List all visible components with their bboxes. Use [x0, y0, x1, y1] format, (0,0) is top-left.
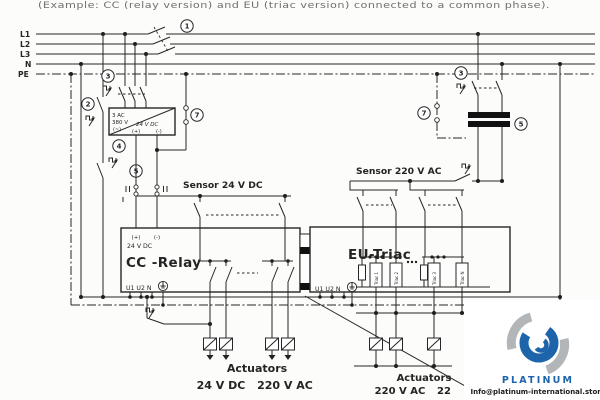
svg-text:1: 1 [185, 23, 190, 31]
actuators-left-title: Actuators [227, 362, 288, 375]
psu-plus: (+) [132, 129, 140, 135]
platinum-logo [506, 312, 570, 375]
triac-n-label: Triac N [460, 271, 465, 286]
module-connector [299, 233, 311, 290]
callout-4: 4 [112, 139, 126, 153]
psu-input-type: 3 AC [112, 113, 125, 119]
watermark: PLATINUM Info@platinum-international.sto… [464, 300, 600, 400]
actuators-left-volt1: 24 V DC [197, 379, 246, 392]
pe-connector-7-left: 7 [157, 74, 204, 151]
sensor-220vac-circuit: Sensor 220 V AC [349, 163, 504, 227]
sensor-24vdc-label: Sensor 24 V DC [183, 180, 263, 191]
main-disconnect-switch: 1 [147, 19, 194, 55]
svg-text:7: 7 [195, 112, 200, 120]
power-supply-unit: 3 AC 380 V (~) 24 V DC (+) (-) 4 [108, 107, 176, 153]
actuators-left-volt2: 220 V AC [257, 379, 313, 392]
svg-text:4: 4 [117, 143, 122, 151]
rail-label-l1: L1 [20, 30, 30, 39]
transformer-contactor: 3 [454, 34, 503, 112]
cc-output-terminals: U1 U2 N [126, 285, 152, 292]
svg-text:3: 3 [106, 73, 111, 81]
control-switch-2: 2 [81, 34, 104, 127]
psu-contactor: 3 [101, 34, 147, 108]
actuators-right-title: Actuators [397, 373, 452, 384]
rail-label-l3: L3 [20, 50, 30, 59]
actuators-24vdc: Actuators 24 V DC 220 V AC [197, 292, 313, 392]
svg-text:5: 5 [519, 121, 524, 129]
callout-7-left: 7 [190, 108, 204, 122]
rail-label-l2: L2 [20, 40, 30, 49]
eu-triac-name: EU-Triac [348, 247, 411, 263]
actuators-220vac: Actuators 220 V AC 22 [354, 287, 464, 397]
svg-text:3: 3 [459, 70, 464, 78]
sensor-24vdc-circuit: Sensor 24 V DC [136, 180, 291, 228]
psu-output-voltage: 24 V DC [136, 122, 158, 128]
eu-output-terminals: U1 U2 N [315, 286, 341, 293]
callout-3-left: 3 [101, 69, 115, 83]
caption: (Example: CC (relay version) and EU (tri… [38, 1, 550, 11]
psu-input-voltage: 380 V [112, 120, 128, 126]
cc-relay-name: CC -Relay [126, 255, 201, 271]
cc-earth-symbol [157, 280, 169, 292]
cc-minus-terminal: (-) [154, 235, 160, 241]
psu-minus: (-) [156, 129, 162, 135]
triac-1-label: Triac 1 [374, 271, 379, 286]
cc-relay-module: (+) (-) 24 V DC CC -Relay U1 U2 N [120, 227, 301, 293]
manual-override-switch [145, 297, 212, 326]
callout-3-right: 3 [454, 66, 468, 80]
watermark-background [464, 300, 600, 400]
cc-plus-terminal: (+) [132, 235, 141, 241]
pe-connector-7-right: 7 [417, 74, 466, 139]
rail-label-pe: PE [18, 70, 29, 79]
eu-triac-module: EU-Triac U1 U2 N Triac 1 Triac 2 Triac 3… [309, 226, 511, 293]
svg-text:7: 7 [422, 110, 427, 118]
bottom-rails [70, 64, 562, 314]
actuators-right-volt2: 22 [437, 386, 451, 397]
triac-3-label: Triac 3 [432, 271, 437, 286]
watermark-email: Info@platinum-international.store [471, 388, 600, 396]
callout-5-right: 5 [514, 117, 528, 131]
svg-text:2: 2 [86, 101, 91, 109]
rail-label-n: N [25, 60, 31, 69]
psu-ac-mark: (~) [113, 127, 121, 133]
callout-2: 2 [81, 97, 95, 111]
cc-voltage: 24 V DC [127, 243, 152, 250]
triac-2-label: Triac 2 [394, 271, 399, 286]
callout-1: 1 [180, 19, 194, 33]
eu-earth-symbol [346, 281, 358, 293]
actuators-right-volt1: 220 V AC [375, 386, 426, 397]
sensor-220vac-label: Sensor 220 V AC [356, 166, 442, 177]
dc-supply-wires [122, 135, 168, 228]
watermark-brand: PLATINUM [502, 375, 574, 386]
transformer: 5 [468, 112, 528, 181]
callout-7-right: 7 [417, 106, 431, 120]
